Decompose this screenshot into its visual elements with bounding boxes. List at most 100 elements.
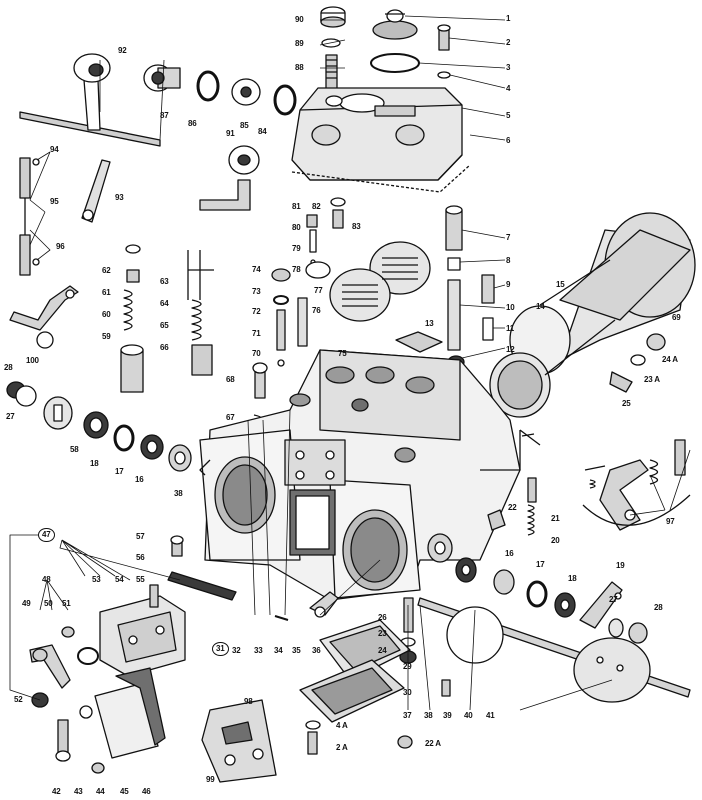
callout-21: 21 <box>551 514 560 523</box>
callout-23A: 23 A <box>644 375 660 384</box>
callout-78: 78 <box>292 265 301 274</box>
callout-40: 40 <box>464 711 473 720</box>
callout-8: 8 <box>506 256 511 265</box>
right-small-parts <box>609 333 666 393</box>
callout-60: 60 <box>102 310 111 319</box>
callout-89: 89 <box>295 39 304 48</box>
callout-74: 74 <box>252 265 261 274</box>
callout-58: 58 <box>70 445 79 454</box>
callout-34: 34 <box>274 646 283 655</box>
callout-85: 85 <box>240 121 249 130</box>
callout-39: 39 <box>443 711 452 720</box>
callout-12: 12 <box>506 345 515 354</box>
callout-16-right: 16 <box>505 549 514 558</box>
callout-14: 14 <box>536 302 545 311</box>
callout-5: 5 <box>506 111 511 120</box>
callout-42: 42 <box>52 787 61 796</box>
callout-44: 44 <box>96 787 105 796</box>
callout-91: 91 <box>226 129 235 138</box>
callout-37: 37 <box>403 711 412 720</box>
callout-38-right: 38 <box>424 711 433 720</box>
callout-63: 63 <box>160 277 169 286</box>
callout-62: 62 <box>102 266 111 275</box>
callout-100: 100 <box>26 356 39 365</box>
callout-64: 64 <box>160 299 169 308</box>
throttle-shaft <box>417 569 691 703</box>
callout-73: 73 <box>252 287 261 296</box>
callout-4: 4 <box>506 84 511 93</box>
callout-84: 84 <box>258 127 267 136</box>
callout-46: 46 <box>142 787 151 796</box>
callout-30: 30 <box>403 688 412 697</box>
callout-47: 47 <box>38 528 55 542</box>
callout-27-left: 27 <box>6 412 15 421</box>
callout-99: 99 <box>206 775 215 784</box>
callout-59: 59 <box>102 332 111 341</box>
lower-center-parts <box>274 591 451 755</box>
callout-13: 13 <box>425 319 434 328</box>
callout-68: 68 <box>226 375 235 384</box>
callout-18-left: 18 <box>90 459 99 468</box>
callout-28-right: 28 <box>654 603 663 612</box>
callout-22A: 22 A <box>425 739 441 748</box>
lower-right-parts <box>487 429 691 536</box>
callout-43: 43 <box>74 787 83 796</box>
callout-26: 26 <box>378 613 387 622</box>
callout-71: 71 <box>252 329 261 338</box>
callout-55: 55 <box>136 575 145 584</box>
callout-77: 77 <box>314 286 323 295</box>
callout-27-right: 27 <box>609 595 618 604</box>
callout-6: 6 <box>506 136 511 145</box>
callout-66: 66 <box>160 343 169 352</box>
callout-19: 19 <box>616 561 625 570</box>
callout-95: 95 <box>50 197 59 206</box>
callout-11: 11 <box>506 324 515 333</box>
callout-53: 53 <box>92 575 101 584</box>
callout-67: 67 <box>226 413 235 422</box>
callout-54: 54 <box>115 575 124 584</box>
leader-lines <box>9 15 691 711</box>
callout-45: 45 <box>120 787 129 796</box>
callout-96: 96 <box>56 242 65 251</box>
callout-94: 94 <box>50 145 59 154</box>
callout-49: 49 <box>22 599 31 608</box>
callout-24A: 24 A <box>662 355 678 364</box>
callout-18-right: 18 <box>568 574 577 583</box>
callout-35: 35 <box>292 646 301 655</box>
callout-25: 25 <box>622 399 631 408</box>
callout-2A: 2 A <box>336 743 348 752</box>
callout-97: 97 <box>666 517 675 526</box>
callout-88: 88 <box>295 63 304 72</box>
left-parts <box>6 53 297 472</box>
callout-17-left: 17 <box>115 467 124 476</box>
callout-92: 92 <box>118 46 127 55</box>
callout-33: 33 <box>254 646 263 655</box>
callout-28-left: 28 <box>4 363 13 372</box>
callout-52: 52 <box>14 695 23 704</box>
callout-41: 41 <box>486 711 495 720</box>
callout-98: 98 <box>244 697 253 706</box>
callout-22: 22 <box>508 503 517 512</box>
callout-7: 7 <box>506 233 511 242</box>
bottom-left-parts <box>29 535 277 783</box>
callout-72: 72 <box>252 307 261 316</box>
callout-87: 87 <box>160 111 169 120</box>
air-intake <box>489 212 696 418</box>
callout-56: 56 <box>136 553 145 562</box>
callout-36: 36 <box>312 646 321 655</box>
cover-assembly <box>291 6 471 193</box>
callout-3: 3 <box>506 63 511 72</box>
callout-15: 15 <box>556 280 565 289</box>
callout-82: 82 <box>312 202 321 211</box>
callout-79: 79 <box>292 244 301 253</box>
callout-24: 24 <box>378 646 387 655</box>
callout-38-left: 38 <box>174 489 183 498</box>
callout-20: 20 <box>551 536 560 545</box>
callout-1: 1 <box>506 14 511 23</box>
callout-29: 29 <box>403 662 412 671</box>
callout-90: 90 <box>295 15 304 24</box>
carburetor-body <box>199 349 521 601</box>
callout-48: 48 <box>42 575 51 584</box>
